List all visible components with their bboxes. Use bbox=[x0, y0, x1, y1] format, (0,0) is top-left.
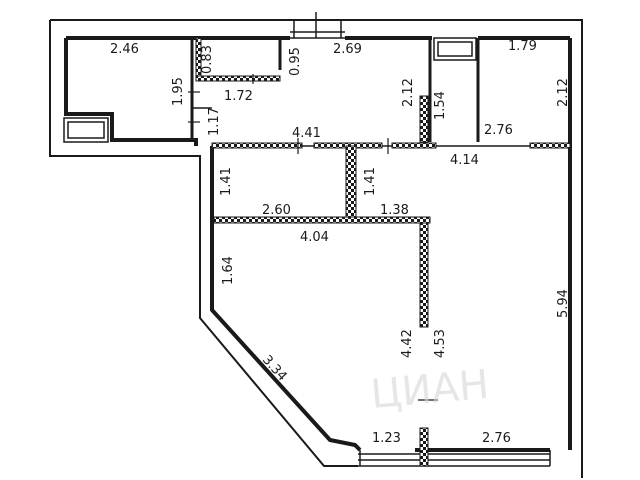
dimension-label: 1.17 bbox=[207, 107, 222, 136]
dimension-label: 1.41 bbox=[219, 167, 234, 196]
dimension-label: 2.46 bbox=[110, 42, 139, 57]
dimension-label: 5.94 bbox=[556, 289, 571, 318]
dimension-label: 1.95 bbox=[171, 77, 186, 106]
dimension-label: 0.95 bbox=[288, 47, 303, 76]
dimension-label: 1.23 bbox=[372, 431, 401, 446]
dimension-label: 1.38 bbox=[380, 203, 409, 218]
exterior-walls bbox=[64, 36, 572, 452]
dimension-label: 2.12 bbox=[556, 78, 571, 107]
door-ticks bbox=[188, 74, 438, 401]
dimension-label: 1.64 bbox=[221, 256, 236, 285]
dimension-label: 2.76 bbox=[484, 123, 513, 138]
dimension-label: 4.42 bbox=[400, 329, 415, 358]
dimension-labels: 2.46 0.83 0.95 2.69 1.79 1.95 1.72 2.12 … bbox=[110, 39, 571, 446]
watermark-text: ЦИАН bbox=[369, 362, 491, 418]
dimension-label: 2.69 bbox=[333, 42, 362, 57]
dimension-label: 4.04 bbox=[300, 230, 329, 245]
dimension-label: 2.76 bbox=[482, 431, 511, 446]
dimension-label: 1.54 bbox=[433, 91, 448, 120]
dimension-label: 2.12 bbox=[401, 78, 416, 107]
windows bbox=[63, 12, 551, 467]
dimension-label: 1.41 bbox=[363, 167, 378, 196]
dimension-label: 0.83 bbox=[200, 45, 215, 74]
outer-boundary bbox=[49, 19, 583, 478]
partition-walls bbox=[195, 37, 571, 467]
dimension-label: 4.53 bbox=[433, 329, 448, 358]
dimension-label: 1.79 bbox=[508, 39, 537, 54]
dimension-label: 4.41 bbox=[292, 126, 321, 141]
dimension-label: 1.72 bbox=[224, 89, 253, 104]
dimension-label: 2.60 bbox=[262, 203, 291, 218]
dimension-label: 4.14 bbox=[450, 153, 479, 168]
